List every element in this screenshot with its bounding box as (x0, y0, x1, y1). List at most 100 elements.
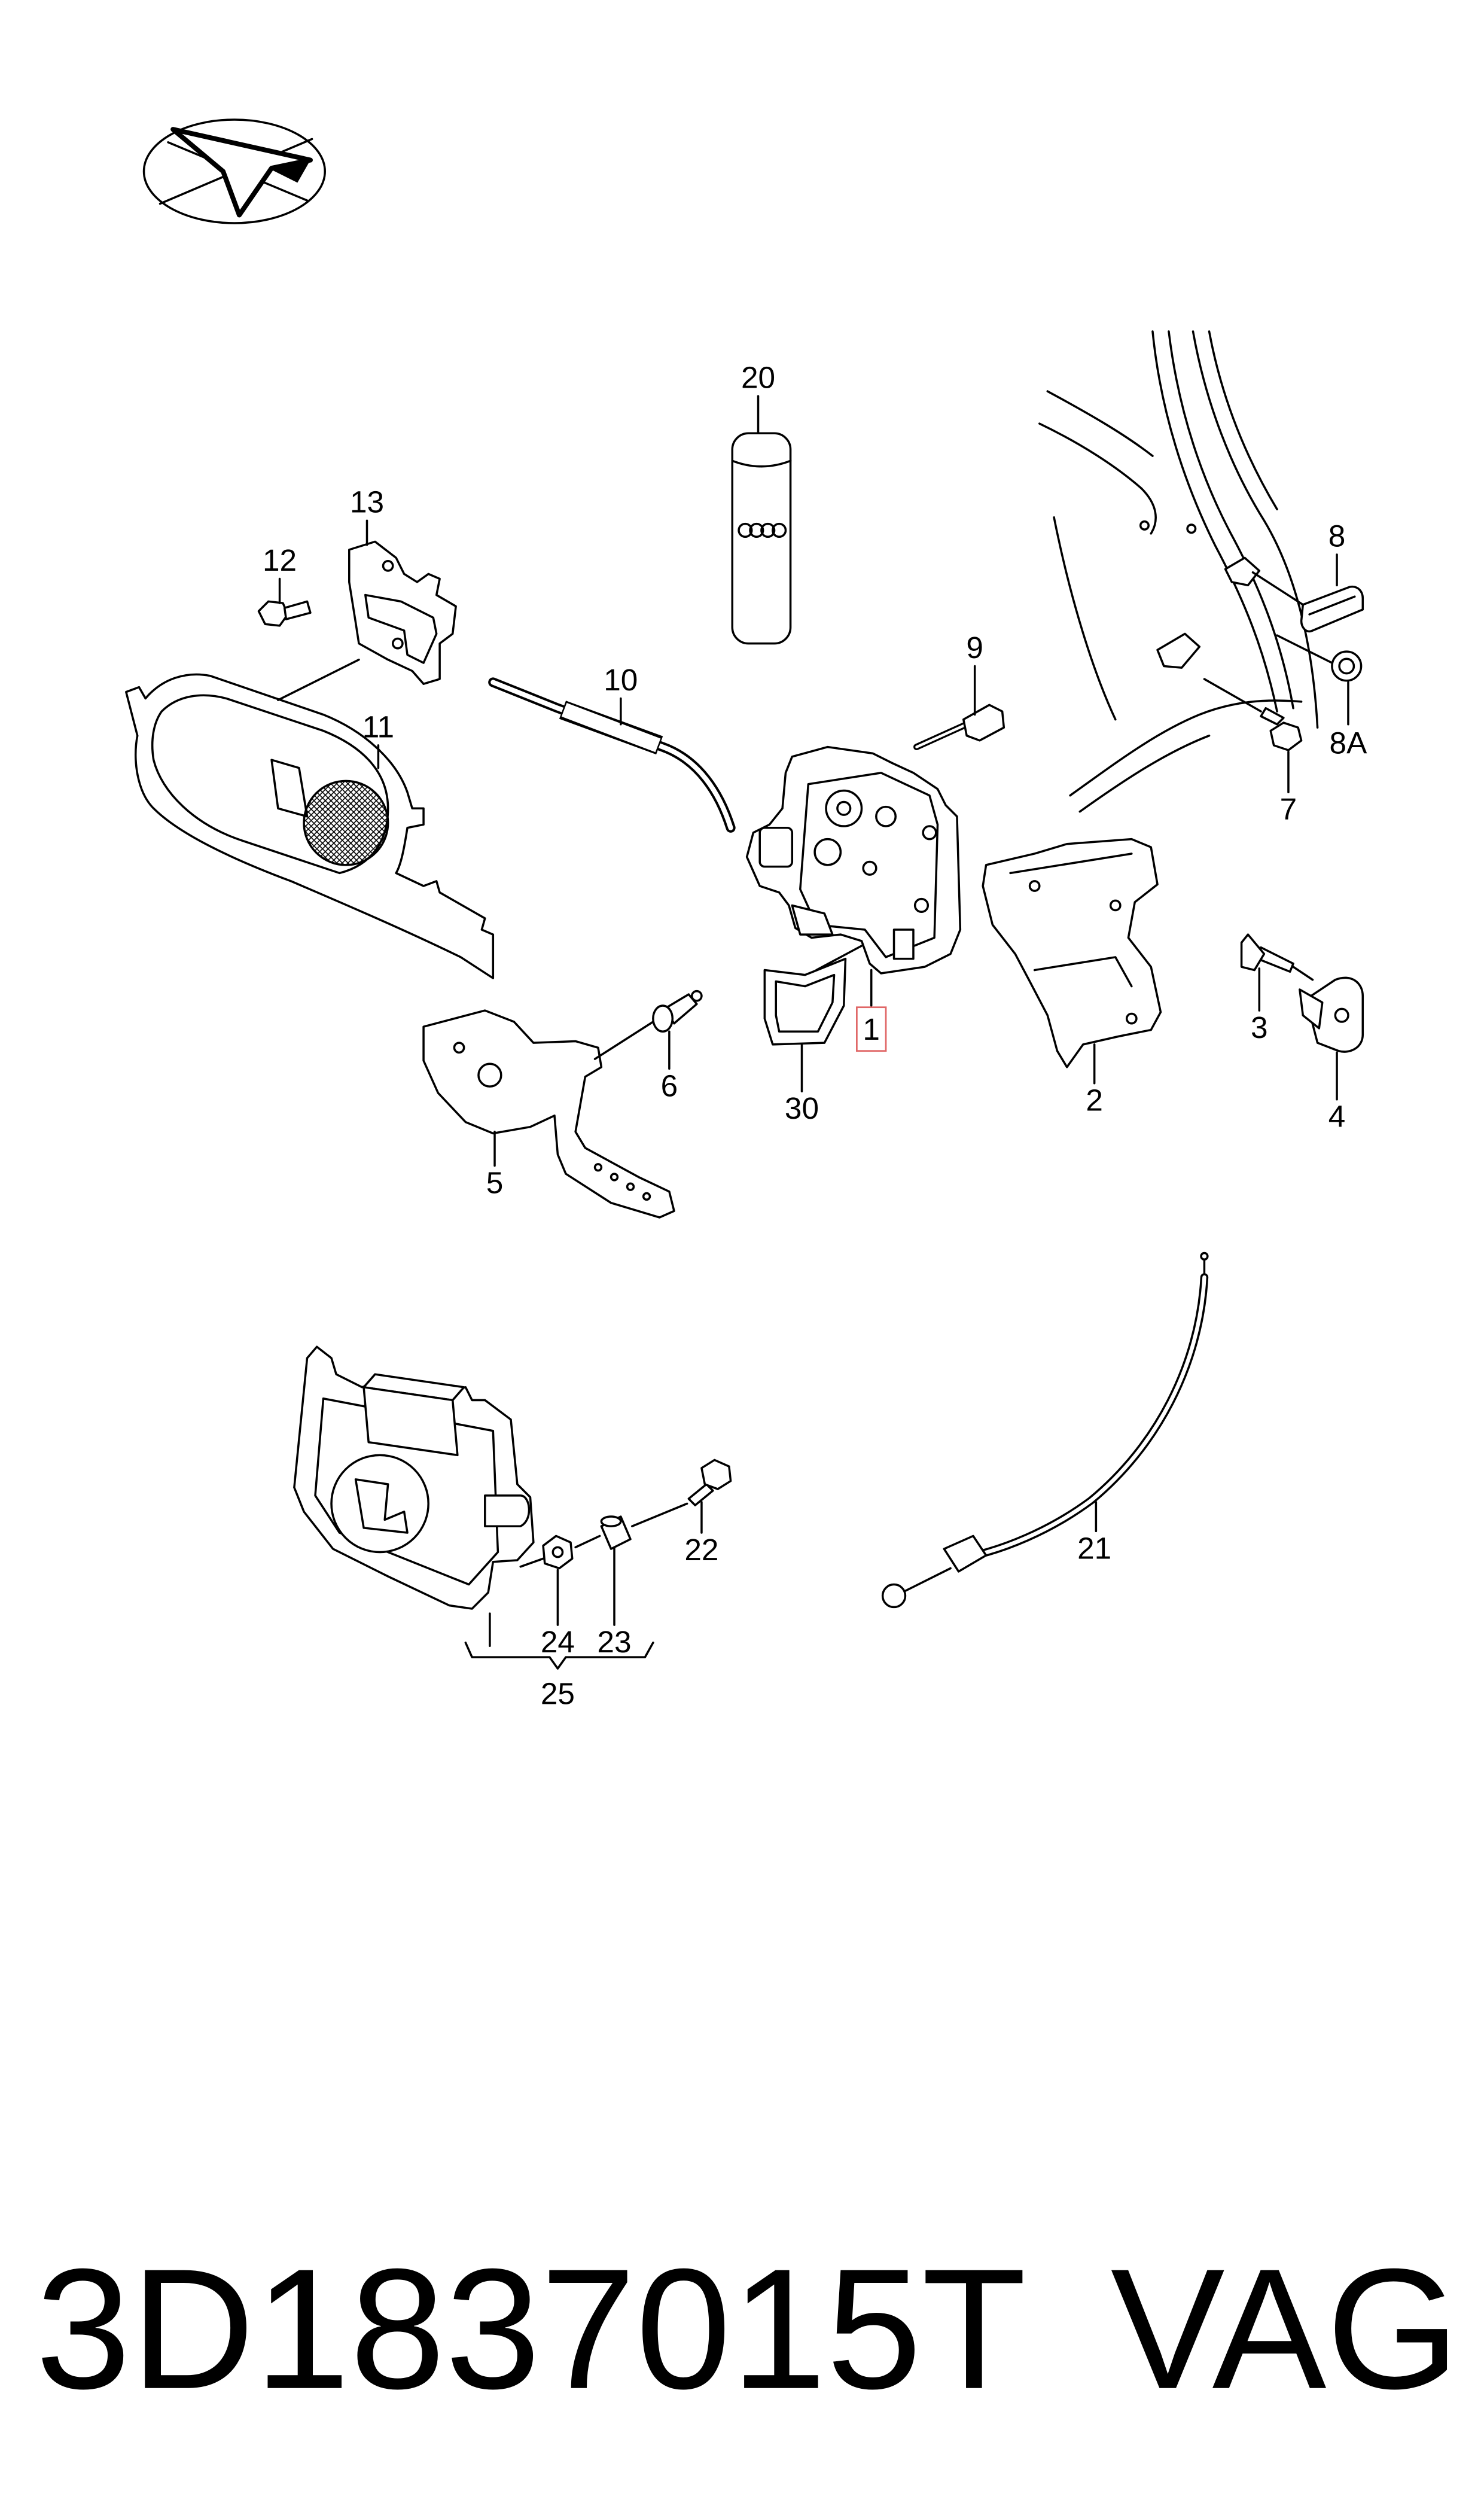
cap-edge (1308, 595, 1356, 616)
callout-11: 11 (362, 710, 394, 744)
callout-20: 20 (741, 361, 775, 395)
part-7-bolt (1203, 678, 1303, 794)
part-10-operating-rod (488, 677, 736, 833)
callout-labels: 20 13 12 8 10 9 11 8A 7 3 1 30 6 5 2 4 2… (263, 361, 1367, 1711)
lever-serration (593, 1163, 603, 1172)
rod-fill (490, 680, 733, 830)
footer-part-number: 3D1837015T (35, 2233, 1026, 2425)
callout-7: 7 (1280, 792, 1297, 826)
lock-gear (813, 838, 842, 866)
bracket-fold (1033, 956, 1133, 988)
screw-shaft (687, 1483, 714, 1506)
door-hole (1186, 523, 1197, 534)
callout-3: 3 (1251, 1010, 1268, 1045)
sleeve-end (600, 1515, 622, 1527)
connection-line (593, 1021, 654, 1060)
grommet-inner (1338, 657, 1355, 675)
door-opening-edge (1046, 390, 1154, 457)
logo-arrow-shade (268, 160, 310, 183)
door-hole (1139, 520, 1150, 531)
part-5-lever-plate (422, 1009, 675, 1219)
cable-inner-wire (904, 1567, 952, 1593)
callout-10: 10 (604, 663, 638, 697)
callout-21: 21 (1077, 1531, 1111, 1565)
bracket-lever (364, 593, 438, 664)
part-13-handle-bracket (348, 519, 457, 685)
trim-mesh-grille (303, 780, 389, 866)
callout-6: 6 (661, 1068, 678, 1103)
bracket-hole (1109, 899, 1122, 912)
connection-line (1251, 571, 1305, 606)
part-22-screw (519, 1459, 732, 1568)
door-opening-edge (1038, 422, 1157, 535)
callout-24: 24 (541, 1625, 575, 1659)
part-8a-grommet (1276, 634, 1363, 726)
brand-ring-icon (760, 522, 776, 538)
door-frame-section (1038, 330, 1319, 813)
lever-serration (642, 1192, 651, 1201)
cable-top-nipple (1200, 1252, 1209, 1261)
connection-line (1292, 966, 1314, 981)
lock-connector (892, 928, 915, 960)
door-inner-edge (1053, 516, 1117, 721)
pin-shaft-fill (915, 723, 968, 748)
part-23-sleeve (600, 1515, 632, 1626)
callout-1: 1 (863, 1012, 880, 1046)
lock-latch-hub (836, 800, 852, 816)
rod-sleeve-fill (561, 703, 661, 753)
part-2-lock-bracket (982, 838, 1162, 1085)
lever-outline (422, 1009, 675, 1219)
footer-brand: VAG (1111, 2233, 1460, 2425)
bracket-hole (382, 560, 394, 572)
cap-outline (1300, 585, 1364, 633)
connection-line (1203, 678, 1262, 713)
bolt-shaft (1260, 707, 1285, 726)
lever-serration (626, 1182, 635, 1191)
door-lower-edge (1069, 699, 1303, 797)
module-raised-box (362, 1386, 459, 1457)
part-30-seal (763, 945, 863, 1092)
part-9-sensor-pin (913, 665, 1005, 750)
callout-5: 5 (486, 1166, 504, 1200)
module-connector (484, 1494, 531, 1527)
module-symbol (354, 1478, 409, 1534)
brand-ring-icon (772, 522, 787, 538)
screw-head (1240, 933, 1266, 972)
door-lower-edge (1078, 734, 1211, 813)
callout-30: 30 (785, 1091, 819, 1125)
door-pillar-edge (1168, 330, 1294, 710)
part-20-spray-can (731, 395, 792, 645)
connection-line (815, 945, 863, 972)
part-11-handle-trim (125, 658, 495, 979)
part-21-cable (881, 1252, 1209, 1609)
part-6-pin (652, 989, 703, 1070)
brand-ring-icon (738, 522, 753, 538)
bracket-fold (1009, 852, 1133, 875)
part-3-screw (1240, 933, 1314, 1012)
cable-sheath-fill (973, 1275, 1206, 1558)
connection-line (277, 658, 360, 701)
bracket-hole (1028, 880, 1041, 892)
spray-can-body (731, 432, 792, 645)
bracket-hole (1125, 1012, 1138, 1025)
callout-8a: 8A (1330, 726, 1368, 760)
callout-12: 12 (263, 543, 297, 577)
connection-line (1276, 634, 1333, 664)
part-25-actuator-module (293, 1345, 654, 1670)
cable-sleeve (943, 1534, 988, 1573)
callout-23: 23 (597, 1625, 631, 1659)
lock-pawl (875, 805, 897, 827)
bracket-outline (982, 838, 1162, 1068)
pin-head (652, 1004, 674, 1033)
part-1-door-lock (745, 745, 962, 1007)
lever-serration (610, 1173, 619, 1182)
part-8-cover-cap (1251, 553, 1364, 633)
connection-line (519, 1502, 688, 1568)
lock-motor (758, 826, 794, 868)
lock-rivet (913, 897, 930, 914)
bracket-hole (391, 637, 404, 650)
logo-arrow (170, 127, 313, 218)
bolt-head (1269, 721, 1303, 751)
